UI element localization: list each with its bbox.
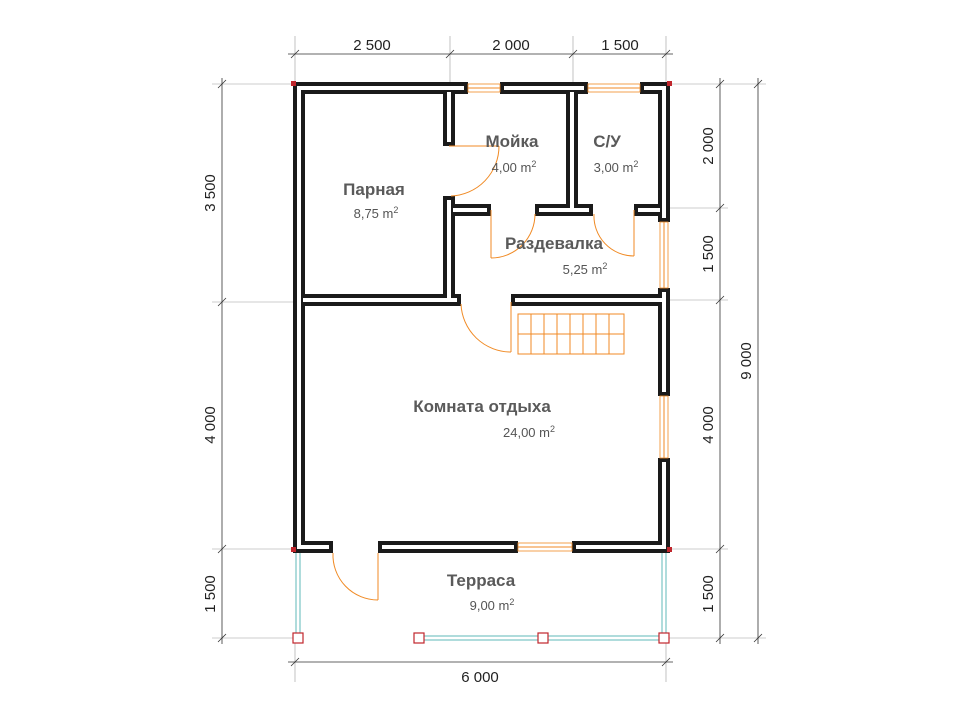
- terrace-post: [292, 632, 304, 644]
- terrace-post: [537, 632, 549, 644]
- dim-left-3: 1 500: [202, 575, 219, 613]
- terrace-railing: [292, 553, 670, 644]
- staircase: [517, 313, 625, 355]
- extension-lines: [212, 36, 766, 682]
- dim-bottom: 6 000: [461, 669, 499, 686]
- terrace-post: [413, 632, 425, 644]
- room-name-terrace: Терраса: [447, 571, 516, 590]
- room-area-dressing: 5,25 m2: [563, 261, 608, 277]
- room-area-wash: 4,00 m2: [492, 159, 537, 175]
- room-area-rest: 24,00 m2: [503, 424, 555, 440]
- dimension-lines: [217, 49, 763, 667]
- terrace-post: [658, 632, 670, 644]
- room-labels: Парная 8,75 m2 Мойка 4,00 m2 С/У 3,00 m2…: [343, 132, 638, 613]
- room-name-wash: Мойка: [486, 132, 540, 151]
- dim-top-2: 2 000: [492, 37, 530, 54]
- dim-top-3: 1 500: [601, 37, 639, 54]
- room-name-rest: Комната отдыха: [413, 397, 551, 416]
- dim-right-2: 1 500: [700, 235, 717, 273]
- dim-left-1: 3 500: [202, 174, 219, 212]
- dim-top-1: 2 500: [353, 37, 391, 54]
- dim-left-2: 4 000: [202, 406, 219, 444]
- dim-right-3: 4 000: [700, 406, 717, 444]
- walls: [293, 82, 670, 553]
- corner-marks: [291, 81, 672, 552]
- room-area-wc: 3,00 m2: [594, 159, 639, 175]
- room-name-wc: С/У: [593, 132, 621, 151]
- room-name-dressing: Раздевалка: [505, 234, 603, 253]
- room-area-steam: 8,75 m2: [354, 205, 399, 221]
- dim-right-1: 2 000: [700, 127, 717, 165]
- room-name-steam: Парная: [343, 180, 405, 199]
- room-area-terrace: 9,00 m2: [470, 597, 515, 613]
- dim-right-4: 1 500: [700, 575, 717, 613]
- doors: [332, 145, 635, 601]
- dim-overall: 9 000: [738, 342, 755, 380]
- windows: [467, 83, 669, 552]
- dimension-texts: 2 500 2 000 1 500 6 000 3 500 4 000 1 50…: [202, 37, 755, 686]
